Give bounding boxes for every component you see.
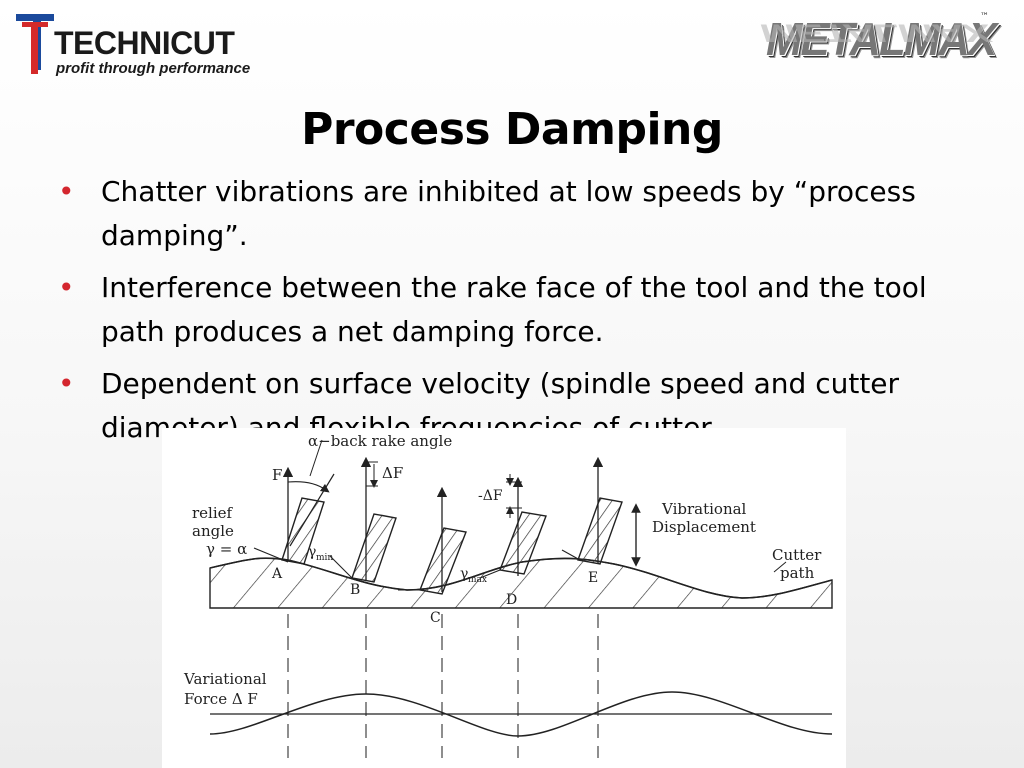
diagram-label: Cutter (772, 546, 822, 564)
diagram-label: Variational (183, 670, 267, 688)
diagram-label: -ΔF (478, 488, 503, 504)
bullet-list: • Chatter vibrations are inhibited at low… (58, 170, 988, 458)
diagram-label: E (588, 570, 598, 586)
diagram-label: Displacement (652, 518, 756, 536)
diagram-label: B (350, 582, 360, 598)
metalmax-trademark: ™ (980, 12, 989, 22)
diagram-label: angle (192, 522, 234, 540)
leader-back-rake (309, 439, 323, 477)
diagram-label: D (506, 592, 517, 608)
tool-d (499, 511, 547, 575)
diagram-label: max (468, 575, 487, 585)
tool-c (419, 527, 467, 595)
technicut-tagline: profit through performance (56, 60, 251, 77)
diagram-label: C (430, 610, 441, 626)
bullet-dot-icon: • (58, 271, 75, 304)
variational-force-curve (209, 691, 833, 737)
diagram-label: γ (308, 544, 316, 560)
rake-angle-arc (287, 481, 330, 493)
diagram-label: ΔF (382, 464, 403, 482)
process-damping-diagram: α−back rake angle F ΔF -ΔF relief angle … (162, 428, 846, 768)
bullet-text: Chatter vibrations are inhibited at low … (101, 175, 916, 252)
diagram-label: Force Δ F (184, 690, 258, 708)
diagram-label: Vibrational (661, 500, 747, 518)
diagram-label: A (271, 566, 283, 582)
slide-title: Process Damping (301, 104, 723, 155)
diagram-label: γ = α (206, 540, 247, 558)
metalmax-wordmark: METALMAX (766, 13, 997, 65)
tool-e (577, 497, 623, 565)
diagram-label: γ (460, 566, 468, 582)
metalmax-logo: METALMAX METALMAX ™ (752, 8, 1008, 80)
bullet-dot-icon: • (58, 175, 75, 208)
diagram-label: α−back rake angle (308, 432, 452, 450)
bullet-item: • Interference between the rake face of t… (58, 266, 988, 354)
metalmax-reflection: METALMAX (760, 18, 990, 48)
bullet-text: Interference between the rake face of th… (101, 271, 927, 348)
bullet-item: • Chatter vibrations are inhibited at low… (58, 170, 988, 258)
diagram-label: min (316, 553, 333, 563)
diagram-label: F (272, 466, 282, 484)
bullet-dot-icon: • (58, 367, 75, 400)
diagram-label: path (780, 564, 815, 582)
technicut-wordmark: TECHNICUT (54, 25, 235, 61)
technicut-mark-icon (16, 14, 54, 74)
tool-a (281, 497, 325, 565)
diagram-svg: α−back rake angle F ΔF -ΔF relief angle … (183, 432, 833, 758)
technicut-logo: TECHNICUT profit through performance (14, 12, 274, 82)
diagram-label: relief (192, 504, 234, 522)
tool-b (351, 513, 397, 583)
